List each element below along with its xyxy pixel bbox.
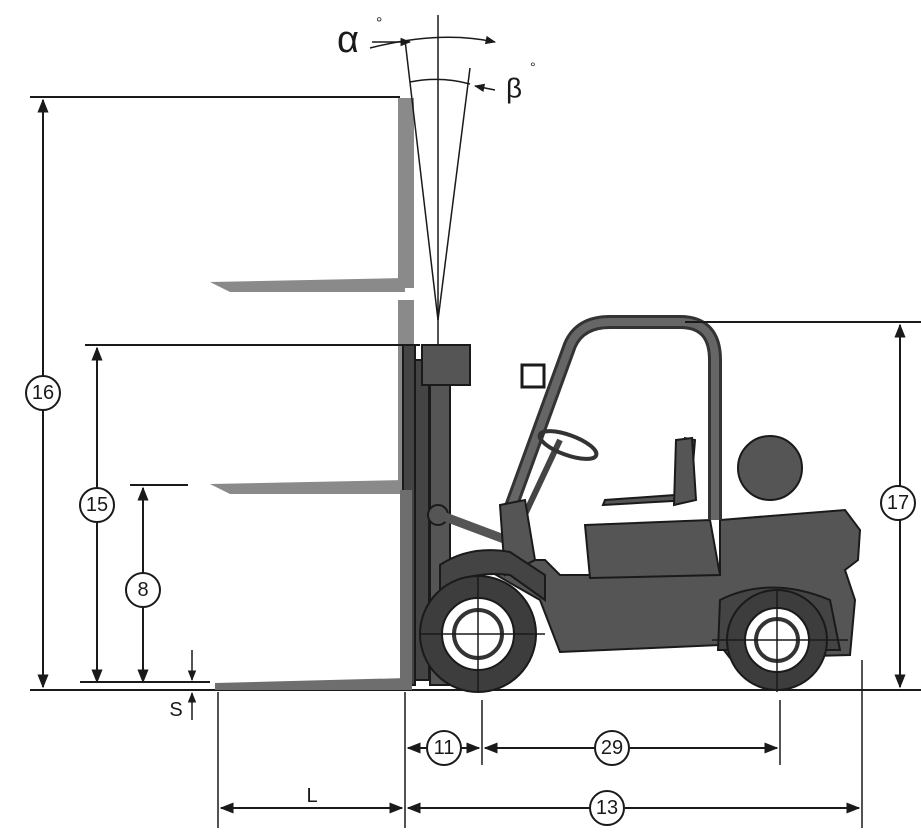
tilt-angle-lines [369, 15, 497, 345]
mast-and-forks [210, 98, 471, 690]
alpha-label: α [337, 19, 359, 61]
dimension-s-label: S [169, 699, 182, 721]
dimension-29-label: 29 [601, 737, 623, 759]
dimension-17-label: 17 [887, 492, 909, 514]
beta-label: β [506, 73, 522, 104]
dimension-8: 8 [80, 484, 210, 684]
beta-degree: ° [530, 59, 536, 75]
dimension-16-label: 16 [32, 382, 54, 404]
dimension-8-label: 8 [137, 579, 148, 601]
dimension-11-label: 11 [434, 737, 455, 759]
dimension-15-label: 15 [86, 494, 108, 516]
bottom-dimensions: 11 29 L 13 [217, 660, 863, 828]
alpha-degree: ° [376, 15, 382, 32]
dimension-16: 16 [25, 96, 400, 689]
dimension-17: 17 [685, 321, 921, 689]
rear-wheel [712, 589, 848, 692]
dimension-13-label: 13 [596, 797, 618, 819]
front-wheel [419, 575, 545, 693]
dimension-s: S [169, 650, 197, 721]
dimension-l-label: L [306, 785, 317, 807]
dimension-15: 15 [79, 344, 420, 684]
